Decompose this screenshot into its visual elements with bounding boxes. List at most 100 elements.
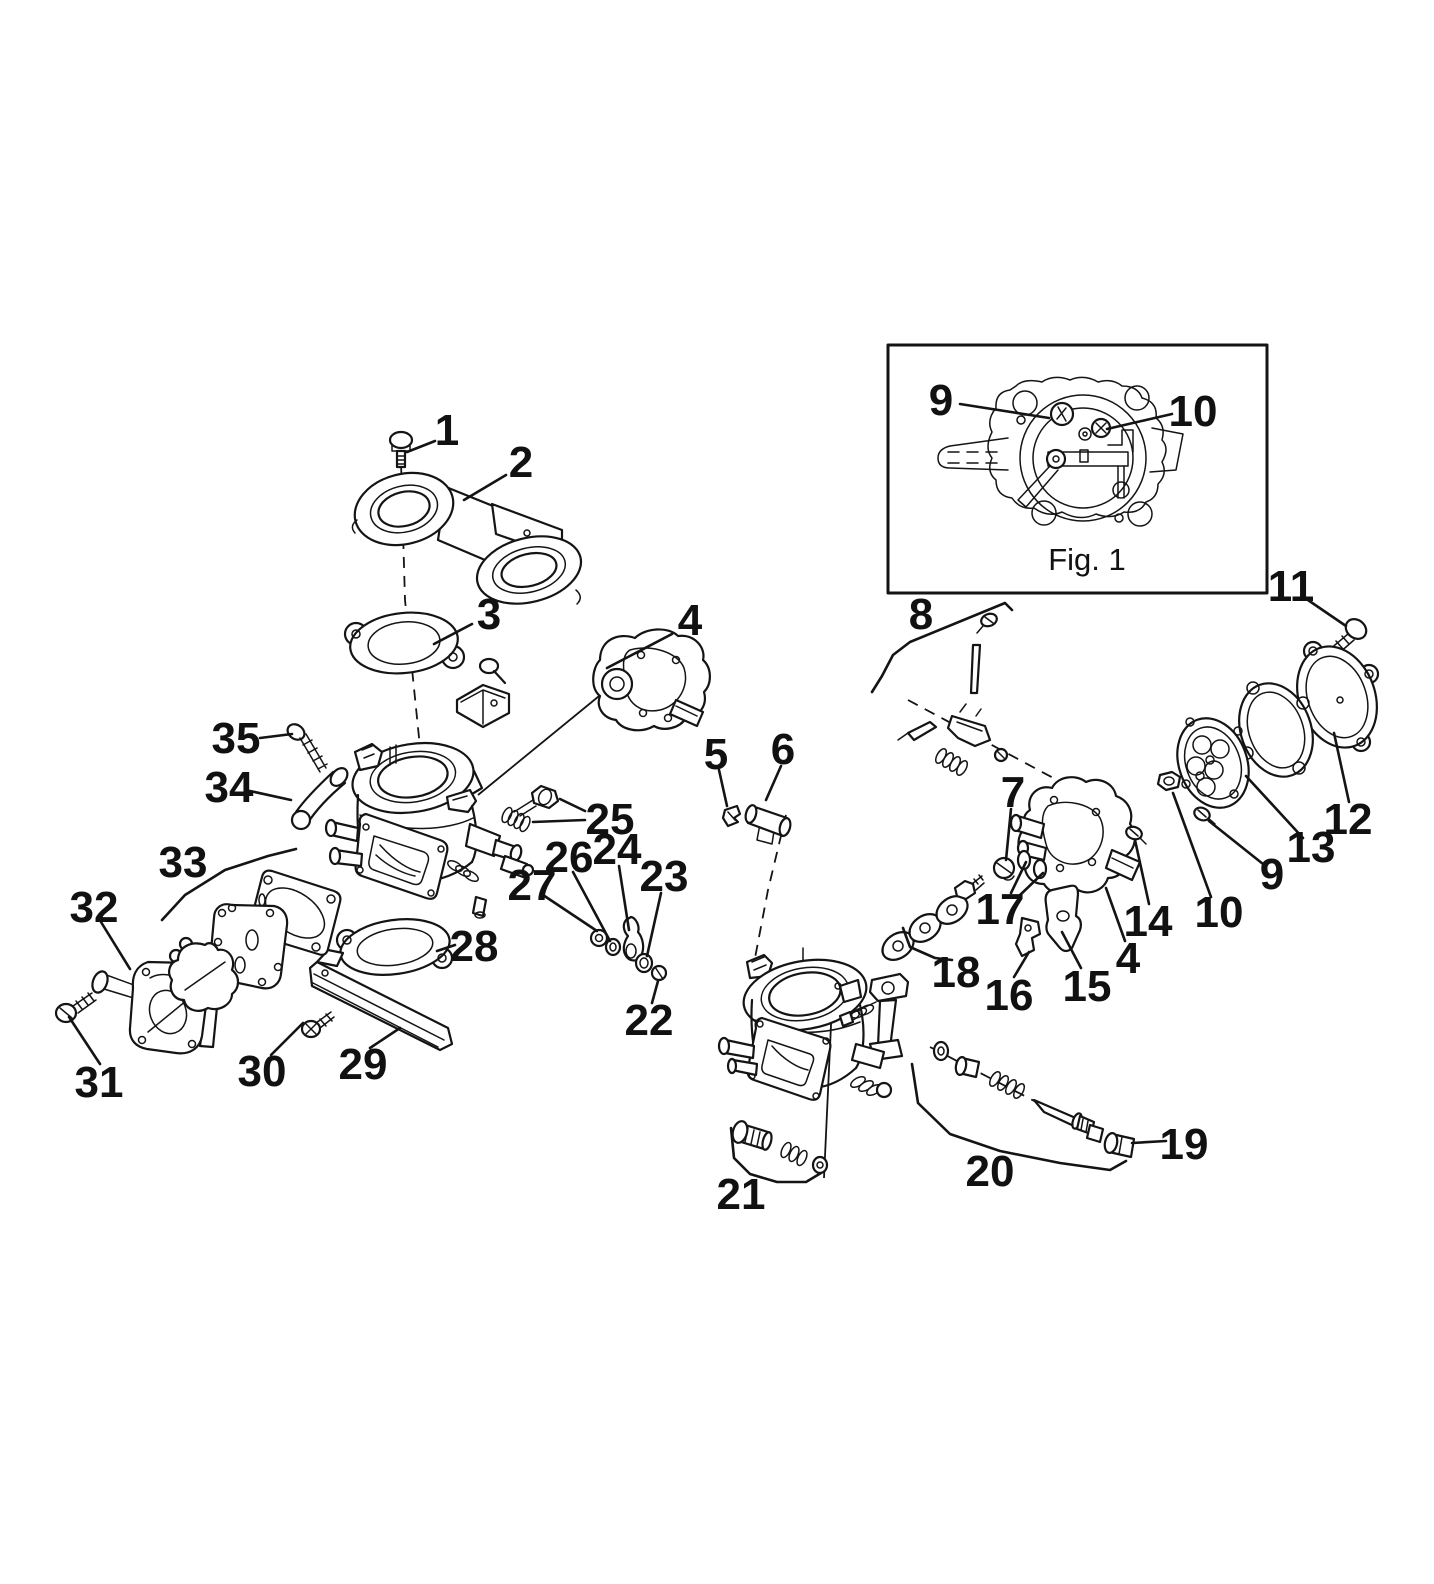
leader-line — [1004, 807, 1013, 862]
leader-line — [729, 1126, 823, 1184]
part-label-7: 7 — [1001, 768, 1025, 817]
leader-line — [405, 439, 437, 454]
leader-line — [1207, 819, 1265, 866]
part-label-20: 20 — [966, 1147, 1015, 1196]
part-bottom-carburetor-body — [717, 947, 910, 1101]
leader-line — [435, 943, 457, 953]
leader-line — [160, 847, 298, 922]
part-5-clip — [721, 804, 742, 828]
leader-line — [368, 1026, 402, 1050]
part-35-screw — [286, 723, 328, 773]
leader-line — [717, 768, 729, 808]
leader-line — [958, 402, 1051, 420]
leader-line — [645, 891, 663, 958]
figure-1-caption: Fig. 1 — [1048, 542, 1126, 577]
leader-line — [541, 893, 599, 933]
part-29-channel-bracket — [308, 948, 454, 1052]
part-left-carburetor-body — [324, 741, 535, 919]
leader-line — [1244, 774, 1305, 840]
part-label-12: 12 — [1324, 795, 1373, 844]
part-label-25: 25 — [586, 795, 635, 844]
leader-line — [1017, 871, 1045, 898]
part-1-screw — [388, 430, 414, 469]
leader-line — [1332, 731, 1351, 804]
leader-line — [1171, 791, 1213, 899]
part-33-gasket-stack — [168, 869, 342, 1012]
part-8-needle-seat-kit — [897, 612, 1009, 776]
leader-line — [1105, 412, 1174, 431]
part-label-35: 35 — [212, 714, 261, 763]
part-30-screw — [300, 1011, 335, 1039]
part-label-29: 29 — [339, 1040, 388, 1089]
part-label-24: 24 — [593, 825, 642, 874]
leader-line — [764, 764, 783, 802]
leader-line — [477, 691, 605, 796]
part-label-16: 16 — [985, 971, 1034, 1020]
part-label-5: 5 — [704, 730, 728, 779]
part-10-nut — [1156, 770, 1182, 792]
part-label-10: 10 — [1169, 387, 1218, 436]
part-label-26: 26 — [545, 833, 594, 882]
part-label-17: 17 — [976, 885, 1025, 934]
leader-line — [617, 864, 631, 932]
leader-line — [1130, 1139, 1168, 1145]
leader-line — [558, 797, 587, 813]
leader-line — [605, 632, 674, 670]
part-label-32: 32 — [70, 883, 119, 932]
leader-line — [650, 979, 660, 1005]
part-label-4: 4 — [678, 596, 703, 645]
leader-line — [901, 926, 954, 962]
part-label-2: 2 — [509, 438, 533, 487]
leader-line — [754, 814, 787, 959]
part-label-4: 4 — [1116, 934, 1141, 983]
part-label-27: 27 — [508, 861, 557, 910]
leader-line — [1012, 950, 1031, 979]
part-20-mixture-screw-kit — [932, 1040, 1105, 1144]
leader-line — [571, 870, 612, 943]
part-label-9: 9 — [1260, 850, 1284, 899]
part-plug-screw — [953, 874, 985, 901]
part-label-13: 13 — [1287, 823, 1336, 872]
part-label-8: 8 — [909, 590, 933, 639]
part-31-screw — [54, 992, 97, 1024]
leader-line — [910, 1062, 1128, 1172]
part-16-bracket — [1014, 916, 1042, 958]
part-label-22: 22 — [625, 996, 674, 1045]
leader-line — [1009, 860, 1028, 895]
part-label-6: 6 — [771, 725, 795, 774]
part-28-gasket — [335, 918, 454, 976]
part-label-28: 28 — [450, 922, 499, 971]
part-7-screw — [992, 856, 1016, 880]
part-9-diaphragm-assembly — [1156, 717, 1250, 825]
part-label-18: 18 — [932, 948, 981, 997]
part-label-3: 3 — [477, 590, 501, 639]
part-25-bolt-and-spring — [501, 784, 560, 833]
part-label-31: 31 — [75, 1058, 124, 1107]
leader-line — [1104, 886, 1127, 943]
part-clamp-bracket — [455, 657, 511, 729]
figure-1-inset: Fig. 1 — [886, 343, 1269, 595]
part-throttle-cam-cluster — [589, 915, 668, 982]
leader-line — [870, 601, 1014, 694]
leader-line — [1060, 930, 1083, 970]
part-9-screw — [1193, 806, 1216, 825]
part-21-needle-valve-kit — [731, 1120, 829, 1175]
leader-line — [462, 473, 508, 502]
part-label-15: 15 — [1063, 962, 1112, 1011]
part-label-1: 1 — [435, 406, 459, 455]
part-label-34: 34 — [205, 763, 254, 812]
part-label-30: 30 — [238, 1047, 287, 1096]
leader-line — [1303, 596, 1348, 628]
part-15-lever-plate — [1044, 884, 1082, 953]
part-label-33: 33 — [159, 838, 208, 887]
part-2-flange-bracket — [351, 471, 583, 605]
leader-line — [99, 920, 132, 971]
leader-line — [1133, 838, 1151, 906]
part-label-21: 21 — [717, 1170, 766, 1219]
part-label-10: 10 — [1195, 888, 1244, 937]
leader-line — [531, 818, 587, 824]
part-13-gasket-ring — [1238, 681, 1314, 778]
